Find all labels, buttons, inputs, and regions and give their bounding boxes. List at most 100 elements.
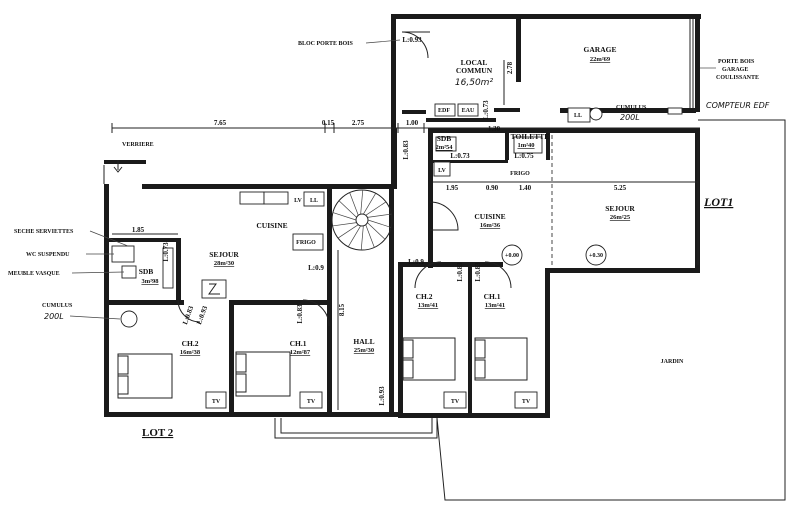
garage-area: 22m²69 <box>590 56 611 63</box>
cumulus-left-capacity: 200L <box>44 312 64 321</box>
stair-tread <box>349 192 359 216</box>
toilette-name: TOILETTE <box>511 132 550 141</box>
stair-tread <box>337 224 359 239</box>
spiral-staircase <box>331 189 393 251</box>
cuisine-left-name: CUISINE <box>256 221 287 230</box>
tv-units <box>205 391 538 409</box>
dim-090: 0.90 <box>486 184 499 192</box>
cumulus-left-label: CUMULUS <box>42 303 73 309</box>
dim-195: 1.95 <box>446 184 459 192</box>
compteur-edf-label: COMPTEUR EDF <box>706 101 770 110</box>
verriere-dimension <box>111 60 700 410</box>
bloc-porte-bois-label: BLOC PORTE BOIS <box>298 41 353 47</box>
meuble-vasque <box>121 265 137 279</box>
stair-icon <box>201 279 227 299</box>
dim-L083-b: L:0.83 <box>456 262 464 282</box>
cumulus-right-label: CUMULUS <box>616 105 647 111</box>
hall-name: HALL <box>353 337 374 346</box>
left-ll-label: LL <box>310 198 318 204</box>
jardin-label: JARDIN <box>661 359 684 365</box>
tv-label-3: TV <box>451 399 460 405</box>
dim-L075: L:0.75 <box>514 152 534 160</box>
verriere-label: VERRIERE <box>122 142 154 148</box>
dim-L093-bath: L:0.93 <box>195 304 209 325</box>
ch1-right-name: CH.1 <box>484 292 501 301</box>
dim-275: 2.75 <box>352 119 365 127</box>
sdb-right-area: 2m²54 <box>435 144 453 151</box>
edf-label: EDF <box>438 108 450 114</box>
wc-suspendu <box>111 245 135 263</box>
left-lv-label: LV <box>294 198 302 204</box>
hall-area: 25m²30 <box>354 347 374 354</box>
ch1-left-name: CH.1 <box>290 339 307 348</box>
meuble-vasque-label: MEUBLE VASQUE <box>8 271 60 277</box>
garage-name: GARAGE <box>584 45 617 54</box>
lot2-label: LOT 2 <box>142 427 174 439</box>
right-frigo-label: FRIGO <box>510 171 530 177</box>
left-frigo-label: FRIGO <box>296 240 316 246</box>
tv-label-2: TV <box>307 399 316 405</box>
edf-box <box>434 103 456 117</box>
local-commun-name-2: COMMUN <box>456 66 493 75</box>
stair-tread <box>363 193 377 215</box>
beds <box>117 337 528 399</box>
sejour-left-area: 28m²30 <box>214 260 234 267</box>
wc-suspendu-label: WC SUSPENDU <box>26 252 70 258</box>
lot1-label: LOT1 <box>703 195 733 209</box>
dim-100: 1.00 <box>406 119 419 127</box>
left-frigo-box <box>292 233 324 251</box>
sdb-left-area: 3m²98 <box>141 278 159 285</box>
dim-L083-a: L:0.83 <box>402 140 410 160</box>
dim-L093-top: L:0.93 <box>402 36 422 44</box>
dim-015: 0.15 <box>322 119 335 127</box>
level-000: +0.00 <box>505 253 519 259</box>
dim-525: 5.25 <box>614 184 627 192</box>
porte-bois-garage-label-2: GARAGE <box>722 67 748 73</box>
sdb-right-name: SDB <box>437 134 452 143</box>
dim-L09: L:0.9 <box>408 258 424 266</box>
cuisine-right-area: 16m²36 <box>480 222 501 229</box>
stair-tread <box>365 201 387 216</box>
stair-tread <box>360 189 364 215</box>
lot2-walls <box>103 128 397 417</box>
dim-L083-c: L:0.83 <box>474 262 482 282</box>
stair-tread <box>360 225 364 251</box>
right-lv-label: LV <box>438 168 446 174</box>
cuisine-right-name: CUISINE <box>474 212 505 221</box>
level-marker-a <box>501 244 523 266</box>
cumulus-left-tank <box>120 310 138 328</box>
dim-815: 8.15 <box>338 303 346 316</box>
local-commun-area: 16,50m² <box>455 78 494 88</box>
sdb-left-name: SDB <box>139 267 154 276</box>
dim-278: 2.78 <box>506 61 514 74</box>
dim-L073-b: L:0.73 <box>482 100 490 120</box>
stair-tread <box>347 225 361 247</box>
ch2-left-area: 16m²38 <box>180 349 201 356</box>
stair-tread <box>338 200 357 218</box>
stair-tread <box>365 224 375 248</box>
ch2-right-name: CH.2 <box>416 292 433 301</box>
dim-765: 7.65 <box>214 119 227 127</box>
ch2-right-area: 13m²41 <box>418 302 438 309</box>
tv-label-1: TV <box>212 399 221 405</box>
sejour-right-name: SEJOUR <box>605 204 635 213</box>
stair-tread <box>332 212 357 221</box>
toilette-area: 1m²40 <box>517 142 534 149</box>
local-commun-name-1: LOCAL <box>461 58 488 67</box>
cumulus-right-tank <box>589 107 603 121</box>
seche-serviettes-label: SECHE SERVIETTES <box>14 229 74 235</box>
dim-L083-sdb: L:0.83 <box>181 304 195 325</box>
stair-tread <box>367 213 392 218</box>
dim-140: 1.40 <box>519 184 532 192</box>
ch2-left-name: CH.2 <box>182 339 199 348</box>
dim-L083-hall: L:0.83 <box>296 304 304 324</box>
garden-outline <box>436 119 786 501</box>
right-lv-box <box>433 161 451 177</box>
stair-tread <box>332 222 357 227</box>
sejour-right-area: 26m²25 <box>610 214 631 221</box>
left-lv-box <box>303 191 325 207</box>
sejour-left-name: SEJOUR <box>209 250 239 259</box>
dim-L093-hall: L:0.93 <box>378 386 386 406</box>
dim-130: 1.30 <box>488 125 501 133</box>
